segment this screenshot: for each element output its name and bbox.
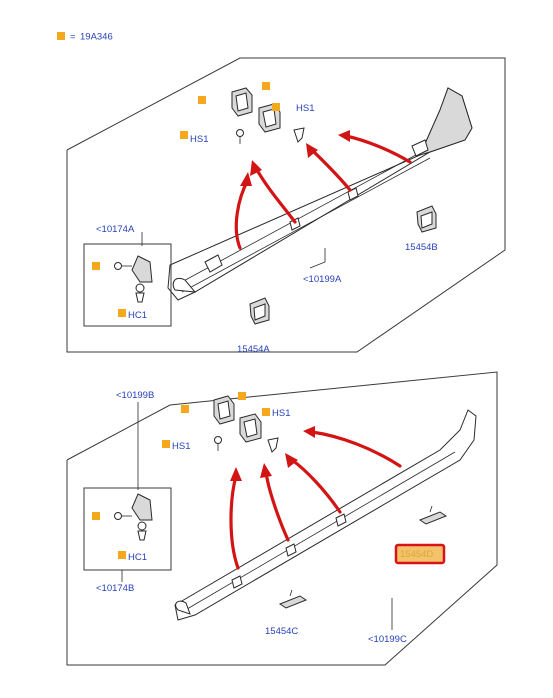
- marker-hs1-top-left: [180, 131, 188, 139]
- sill-panel-10199c: [174, 409, 477, 621]
- screw-bottom-right: [267, 437, 279, 453]
- label-15454b: 15454B: [405, 242, 438, 253]
- part-15454d-graphic: [418, 505, 448, 525]
- marker-hs1-bottom-right: [262, 408, 270, 416]
- marker-bottom-bracket-left: [181, 405, 189, 413]
- marker-detail-b-screw: [92, 512, 100, 520]
- screw-top-left: [236, 129, 244, 144]
- label-hc1-bottom: HC1: [128, 552, 147, 563]
- label-10199c: <10199C: [368, 634, 407, 645]
- label-15454c: 15454C: [265, 626, 298, 637]
- marker-hc1-bottom: [118, 551, 126, 559]
- highlight-15454d[interactable]: [394, 543, 446, 565]
- legend-orange-square: [57, 32, 65, 40]
- label-hc1-top: HC1: [128, 310, 147, 321]
- screw-bottom-left: [214, 436, 222, 451]
- red-arrows-bottom: [229, 426, 402, 570]
- label-hs1-bottom-right: HS1: [272, 408, 290, 419]
- detail-box-10174b: [83, 487, 172, 571]
- label-10199b: <10199B: [116, 390, 154, 401]
- part-15454c-graphic: [278, 589, 308, 609]
- marker-top-bracket-right: [262, 82, 270, 90]
- red-arrows-top: [234, 130, 412, 250]
- legend-equals: =: [70, 32, 76, 43]
- legend: = 19A346: [57, 32, 113, 43]
- marker-hs1-bottom-left: [162, 440, 170, 448]
- bottom-panel: <10199B HS1 HS1 HC1 <10174B 15454D 15454…: [66, 371, 498, 666]
- label-10199a: <10199A: [303, 274, 342, 285]
- legend-code: 19A346: [80, 32, 113, 43]
- label-15454d: 15454D: [400, 549, 433, 560]
- detail-box-10174a: [83, 243, 172, 327]
- label-hs1-top-left: HS1: [190, 134, 208, 145]
- bottom-panel-frame: [66, 371, 498, 666]
- top-panel: HS1 HS1 <10174A HC1 <10199A 15454B 15454…: [66, 57, 506, 355]
- top-panel-frame: [66, 57, 506, 353]
- label-hs1-top-right: HS1: [296, 103, 314, 114]
- marker-hc1-top: [118, 309, 126, 317]
- marker-top-bracket-left: [198, 96, 206, 104]
- clip-bracket-top-left: [231, 87, 253, 117]
- leader-10199a: [309, 248, 326, 269]
- label-10174b: <10174B: [96, 583, 134, 594]
- sill-panel-10199a: [167, 87, 473, 301]
- marker-hs1-top-right: [272, 103, 280, 111]
- part-15454a-graphic: [249, 297, 270, 325]
- label-10174a: <10174A: [96, 224, 135, 235]
- screw-top-right: [293, 127, 305, 143]
- part-15454b-graphic: [416, 205, 437, 233]
- clip-bracket-bottom-left: [213, 395, 235, 425]
- label-hs1-bottom-left: HS1: [172, 441, 190, 452]
- marker-detail-a-screw: [92, 262, 100, 270]
- clip-bracket-bottom-right: [239, 413, 262, 443]
- marker-bottom-bracket-right: [238, 392, 246, 400]
- label-15454a: 15454A: [237, 344, 270, 355]
